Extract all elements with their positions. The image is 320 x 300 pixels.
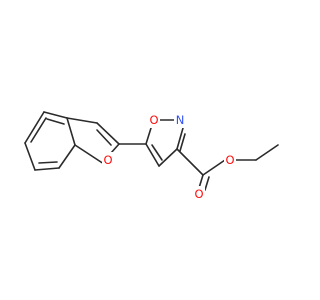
bond-isoxazole-double-1 (151, 144, 163, 161)
bond-benzene-5 (24, 142, 36, 171)
bond-isoxazole-5 (145, 143, 160, 167)
benzofuran-oxygen-label: O (103, 153, 112, 167)
bond-isoxazole-1 (145, 127, 152, 145)
bond-benzene-1 (43, 111, 68, 119)
bond-furan-4 (74, 144, 105, 165)
bond-ethyl-2 (255, 144, 279, 161)
bond-benzene-inner-1 (46, 118, 65, 125)
bond-carbonyl-1 (198, 174, 204, 189)
bond-furan-1 (66, 117, 98, 124)
bond-benzene-2 (66, 117, 76, 146)
atom-label-carbonyl-oxygen: O (193, 186, 205, 202)
atom-label-benzofuran-oxygen: O (102, 152, 114, 168)
atom-label-isoxazole-nitrogen: N (174, 112, 186, 128)
bond-benzene-4 (34, 167, 60, 171)
bond-isoxazole-4 (158, 148, 178, 167)
bond-benzene-6 (24, 111, 45, 144)
bond-furan-double (96, 129, 112, 146)
isoxazole-oxygen-label: O (149, 113, 158, 127)
bond-benzene-inner-2 (38, 161, 58, 164)
chemical-structure-diagram: O O N O O (24, 111, 279, 202)
atom-label-isoxazole-oxygen: O (148, 112, 160, 128)
bond-group (24, 111, 279, 191)
carbonyl-oxygen-label: O (194, 187, 203, 201)
atom-label-ester-oxygen: O (224, 152, 236, 168)
bond-furan-2 (96, 122, 120, 145)
bond-benzene-inner-3 (30, 117, 47, 143)
bond-isoxazole-double-2 (179, 133, 186, 152)
bond-carbonyl-2 (204, 176, 210, 191)
bond-ester-o (202, 159, 226, 176)
bond-carboxyl-c (176, 148, 204, 176)
ester-oxygen-label: O (225, 153, 234, 167)
bond-benzene-3 (58, 144, 76, 169)
bond-furan-3 (110, 143, 120, 154)
isoxazole-nitrogen-label: N (176, 113, 185, 127)
bond-isoxazole-3 (176, 127, 184, 150)
